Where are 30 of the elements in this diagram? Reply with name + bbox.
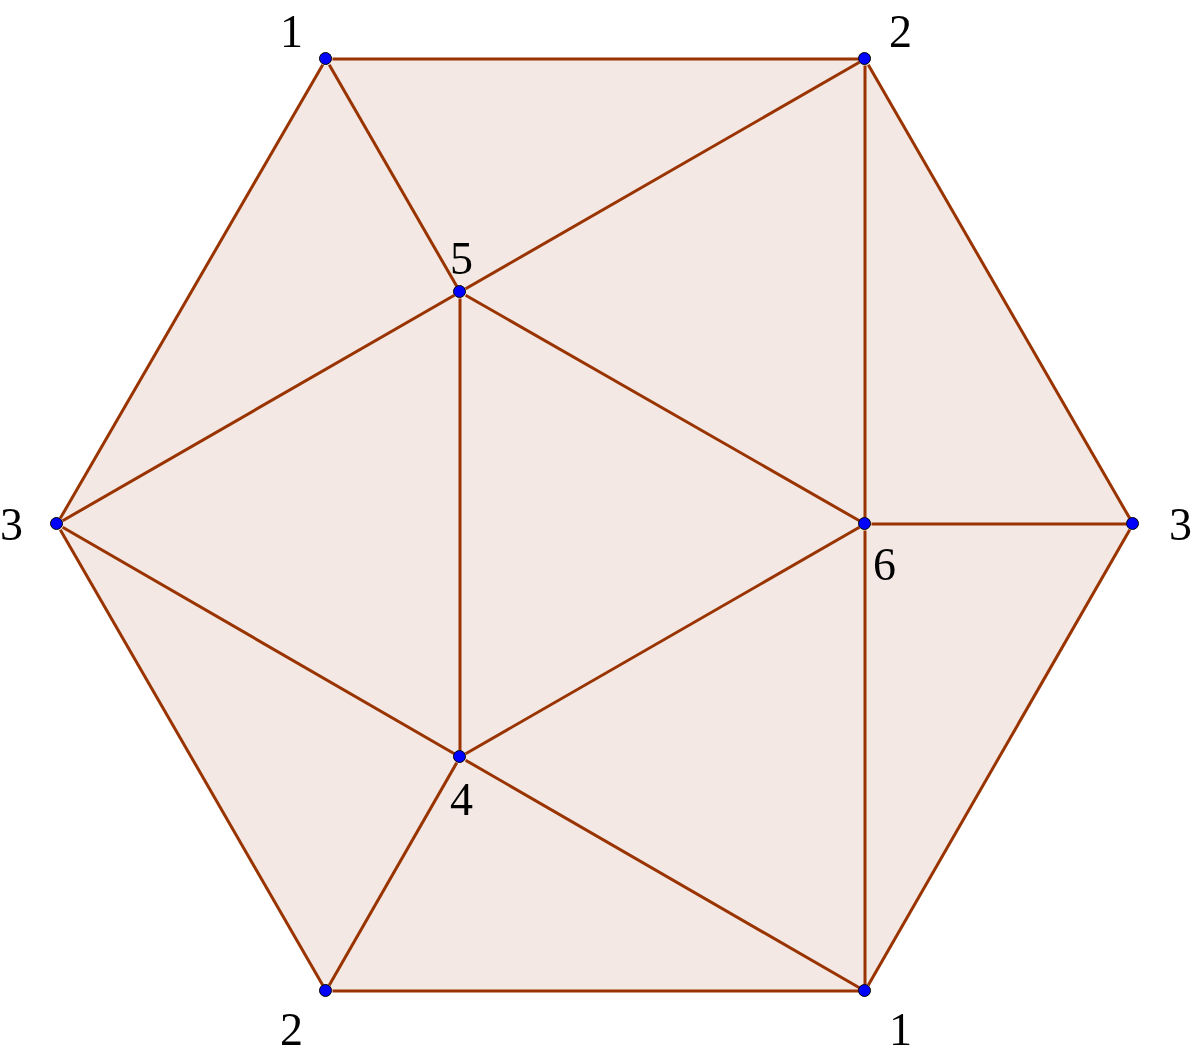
edge-line <box>866 63 1132 520</box>
edge-line <box>863 65 867 518</box>
vertex-label: 1 <box>889 1007 912 1047</box>
edge-line <box>61 525 456 756</box>
vertex-label: 1 <box>280 9 303 55</box>
vertex-label: 6 <box>873 542 896 588</box>
edge-line <box>863 530 867 985</box>
vertex-dot <box>318 51 332 65</box>
vertex-label: 3 <box>1169 502 1192 548</box>
edge-line <box>58 528 325 987</box>
vertex-dot <box>49 516 63 530</box>
vertex-label: 2 <box>280 1007 303 1047</box>
vertex-label: 5 <box>450 236 473 282</box>
edge-line <box>332 57 859 61</box>
vertex-label: 4 <box>450 777 473 823</box>
edge-line <box>458 298 462 751</box>
edge-line <box>871 522 1127 526</box>
vertex-label: 3 <box>0 502 23 548</box>
edge-line <box>61 293 456 523</box>
vertex-dot <box>857 51 871 65</box>
edge-line <box>866 528 1132 987</box>
edge-line <box>464 293 861 523</box>
edge-line <box>327 761 459 987</box>
edge-line <box>327 63 459 288</box>
vertex-label: 2 <box>889 9 912 55</box>
edge-line <box>464 525 861 756</box>
edge-line <box>58 63 325 520</box>
edge-line <box>332 989 859 993</box>
edge-line <box>464 758 861 990</box>
edge-line <box>464 60 861 291</box>
